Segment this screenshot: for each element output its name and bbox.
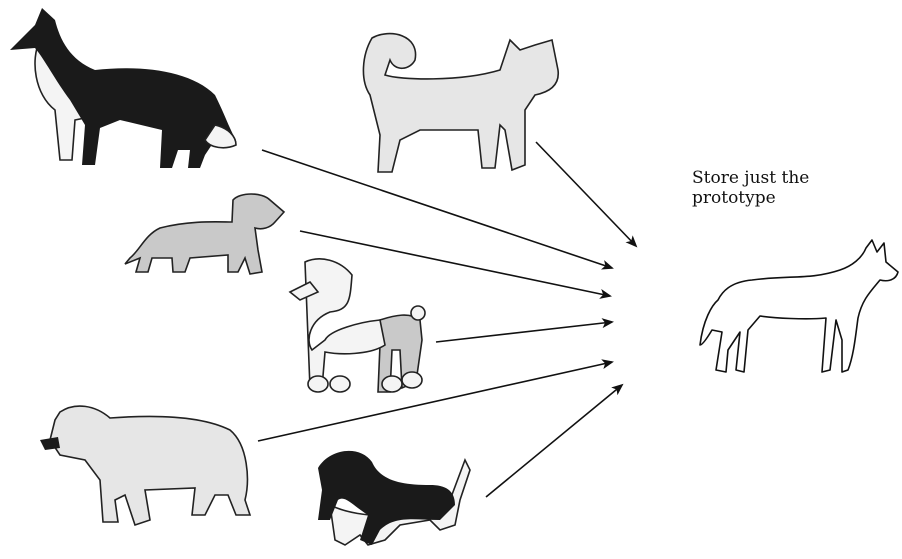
dachshund-dog-image	[125, 194, 284, 274]
husky-dog-image	[363, 34, 558, 172]
arrow-from-husky	[536, 142, 636, 246]
prototype-dog-image	[700, 240, 898, 372]
poodle-dog-image	[290, 259, 425, 392]
basset-hound-dog-image	[318, 451, 470, 545]
bulldog-dog-image	[40, 406, 250, 525]
collie-dog-image	[10, 8, 236, 168]
arrow-from-poodle	[436, 322, 612, 342]
arrow-from-basset-hound	[486, 385, 622, 497]
arrow-from-collie	[262, 150, 612, 268]
prototype-caption: Store just the prototype	[692, 168, 872, 208]
